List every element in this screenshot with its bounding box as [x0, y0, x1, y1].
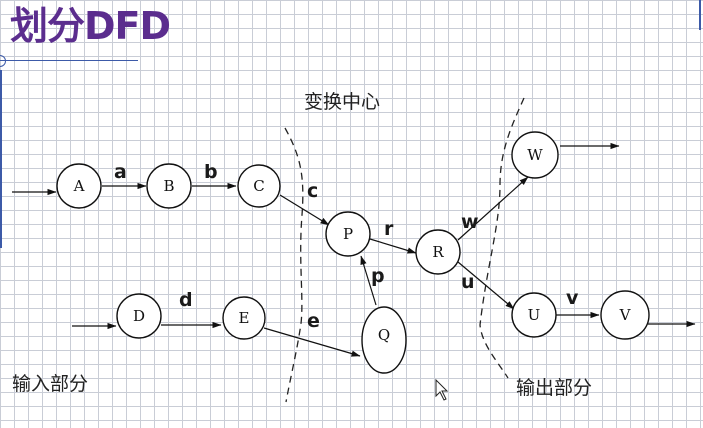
edge-label-v: v — [566, 287, 579, 309]
node-p — [325, 211, 371, 257]
page-title: 划分DFD — [10, 4, 171, 48]
title-underline — [0, 60, 138, 61]
output-section-label: 输出部分 — [516, 377, 593, 399]
node-d — [116, 293, 162, 339]
edge-label-d: d — [179, 289, 193, 311]
node-r — [415, 229, 461, 275]
input-section-label: 输入部分 — [12, 373, 89, 395]
node-w — [511, 131, 559, 179]
mouse-cursor-icon — [435, 378, 449, 401]
input-boundary-line — [284, 127, 304, 403]
node-r-label: R — [432, 243, 444, 261]
edge-r-to-u — [457, 261, 515, 310]
edge-q-to-p — [360, 255, 377, 306]
left-margin-rule — [0, 70, 2, 248]
node-a-label: A — [73, 177, 85, 195]
edge-label-u: u — [461, 271, 475, 293]
node-b — [146, 163, 192, 209]
transform-center-label: 变换中心 — [304, 91, 381, 113]
right-margin-rule — [699, 0, 701, 30]
node-p-label: P — [343, 225, 353, 243]
node-q-label: Q — [378, 326, 390, 344]
node-b-label: B — [163, 177, 174, 195]
edge-label-r: r — [384, 218, 394, 240]
node-u — [511, 292, 557, 338]
edge-e-to-q — [263, 327, 361, 357]
node-a — [56, 163, 102, 209]
edge-label-p: p — [371, 265, 385, 287]
output-boundary-line — [479, 97, 525, 379]
edge-label-w: w — [461, 211, 479, 233]
edge-label-a: a — [114, 161, 127, 183]
node-e-label: E — [239, 309, 250, 327]
node-q — [361, 306, 407, 374]
node-c — [237, 164, 281, 208]
node-c-label: C — [253, 177, 264, 195]
edge-r-to-w — [457, 176, 529, 241]
edge-label-c: c — [307, 180, 318, 202]
node-w-label: W — [527, 146, 543, 164]
node-u-label: U — [528, 306, 541, 324]
node-v — [600, 290, 650, 340]
edge-label-e: e — [307, 310, 320, 332]
node-d-label: D — [133, 307, 145, 325]
node-v-label: V — [619, 306, 632, 324]
node-e — [222, 296, 266, 340]
edge-c-to-p — [279, 194, 330, 226]
edge-label-b: b — [204, 161, 218, 183]
edge-p-to-r — [369, 238, 417, 254]
